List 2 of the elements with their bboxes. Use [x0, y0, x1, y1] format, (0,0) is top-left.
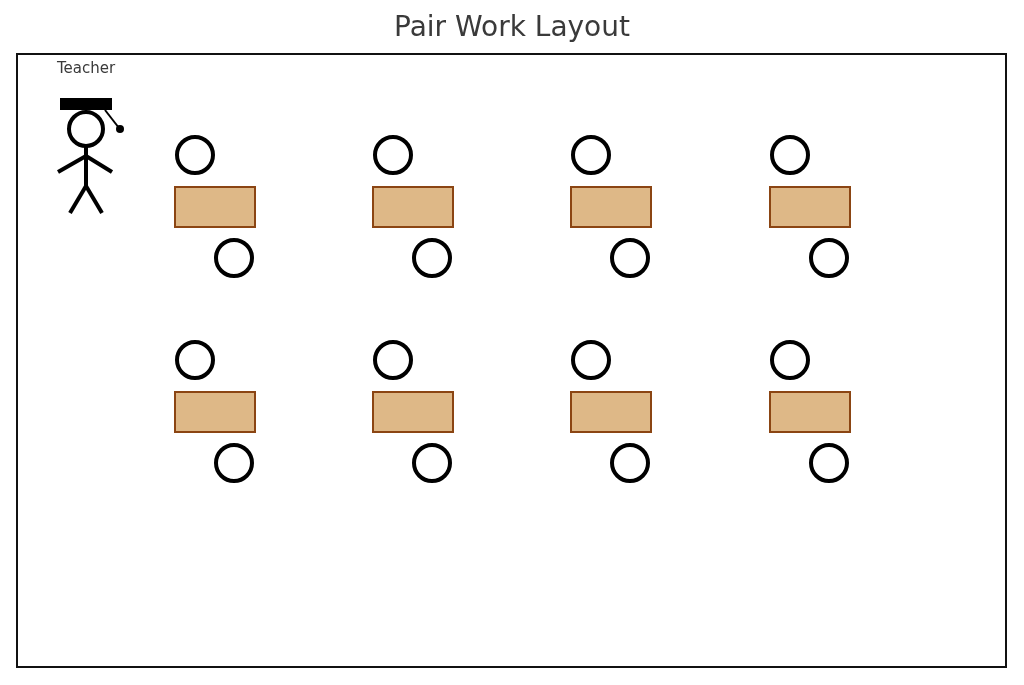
teacher-label: Teacher — [55, 59, 117, 77]
diagram-title: Pair Work Layout — [393, 10, 631, 43]
